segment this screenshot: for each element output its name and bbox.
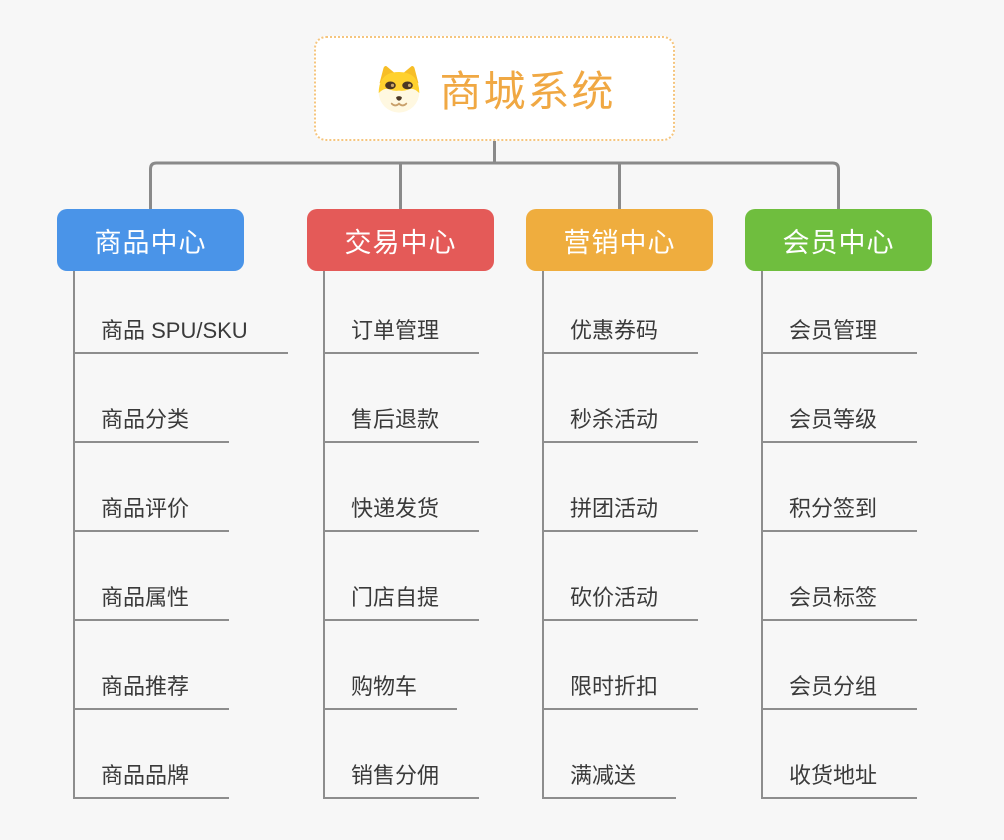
subtopic[interactable]: 快递发货 <box>325 491 480 532</box>
subtopic-row: 拼团活动 <box>544 443 699 532</box>
subtopic[interactable]: 积分签到 <box>763 491 918 532</box>
subtopic[interactable]: 拼团活动 <box>544 491 699 532</box>
branch-topic[interactable]: 会员中心 <box>745 209 932 271</box>
subtopic-row: 满减送 <box>544 710 698 799</box>
subtopic[interactable]: 会员分组 <box>763 669 918 710</box>
subtopic[interactable]: 收货地址 <box>763 758 918 799</box>
subtopic[interactable]: 商品属性 <box>75 580 230 621</box>
root-topic-label: 商城系统 <box>439 68 616 115</box>
branch-topic[interactable]: 营销中心 <box>526 209 713 271</box>
subtopic-row: 售后退款 <box>325 354 480 443</box>
subtopic-row: 商品品牌 <box>75 710 288 799</box>
branch-topic[interactable]: 商品中心 <box>57 209 244 271</box>
subtopic[interactable]: 商品推荐 <box>75 669 230 710</box>
subtopic-row: 会员管理 <box>763 271 918 354</box>
subtopic-row: 商品评价 <box>75 443 288 532</box>
subtopic[interactable]: 商品评价 <box>75 491 230 532</box>
subtopic-row: 商品分类 <box>75 354 288 443</box>
subtopic-row: 限时折扣 <box>544 621 699 710</box>
subtopic-row: 快递发货 <box>325 443 480 532</box>
branch-group: 交易中心 订单管理 售后退款 快递发货 门店自提 购物车 销售分佣 <box>307 209 494 799</box>
root-topic[interactable]: 商城系统 <box>314 36 675 141</box>
branch-group: 会员中心 会员管理 会员等级 积分签到 会员标签 会员分组 收货地址 <box>745 209 932 799</box>
subtopic-row: 积分签到 <box>763 443 918 532</box>
subtopic-row: 购物车 <box>325 621 479 710</box>
branch-subtopic-list: 会员管理 会员等级 积分签到 会员标签 会员分组 收货地址 <box>761 271 918 799</box>
branch-topic-label: 会员中心 <box>782 227 895 258</box>
subtopic[interactable]: 门店自提 <box>325 580 480 621</box>
subtopic[interactable]: 商品 SPU/SKU <box>75 313 288 354</box>
subtopic-row: 商品推荐 <box>75 621 288 710</box>
subtopic-row: 门店自提 <box>325 532 480 621</box>
subtopic[interactable]: 订单管理 <box>325 313 480 354</box>
branch-topic[interactable]: 交易中心 <box>307 209 494 271</box>
subtopic-row: 会员等级 <box>763 354 918 443</box>
subtopic[interactable]: 会员标签 <box>763 580 918 621</box>
subtopic-row: 订单管理 <box>325 271 480 354</box>
branch-group: 商品中心 商品 SPU/SKU 商品分类 商品评价 商品属性 商品推荐 商品品牌 <box>57 209 288 799</box>
subtopic[interactable]: 销售分佣 <box>325 758 480 799</box>
subtopic[interactable]: 商品分类 <box>75 402 230 443</box>
dog-face-icon <box>373 64 425 114</box>
subtopic[interactable]: 售后退款 <box>325 402 480 443</box>
subtopic-row: 会员标签 <box>763 532 918 621</box>
subtopic[interactable]: 会员等级 <box>763 402 918 443</box>
subtopic-row: 收货地址 <box>763 710 918 799</box>
subtopic[interactable]: 秒杀活动 <box>544 402 699 443</box>
branch-connector-rail <box>149 161 840 209</box>
subtopic[interactable]: 满减送 <box>544 758 677 799</box>
subtopic-row: 秒杀活动 <box>544 354 699 443</box>
subtopic-row: 砍价活动 <box>544 532 699 621</box>
branch-group: 营销中心 优惠券码 秒杀活动 拼团活动 砍价活动 限时折扣 满减送 <box>526 209 713 799</box>
subtopic[interactable]: 优惠券码 <box>544 313 699 354</box>
subtopic-row: 商品 SPU/SKU <box>75 271 288 354</box>
branch-subtopic-list: 商品 SPU/SKU 商品分类 商品评价 商品属性 商品推荐 商品品牌 <box>73 271 288 799</box>
branch-subtopic-list: 订单管理 售后退款 快递发货 门店自提 购物车 销售分佣 <box>323 271 480 799</box>
subtopic-row: 商品属性 <box>75 532 288 621</box>
subtopic-row: 优惠券码 <box>544 271 699 354</box>
subtopic[interactable]: 商品品牌 <box>75 758 230 799</box>
branch-topic-label: 营销中心 <box>563 227 676 258</box>
branch-subtopic-list: 优惠券码 秒杀活动 拼团活动 砍价活动 限时折扣 满减送 <box>542 271 699 799</box>
subtopic-row: 销售分佣 <box>325 710 480 799</box>
subtopic[interactable]: 限时折扣 <box>544 669 699 710</box>
branch-topic-label: 商品中心 <box>94 227 207 258</box>
subtopic-row: 会员分组 <box>763 621 918 710</box>
subtopic[interactable]: 会员管理 <box>763 313 918 354</box>
branch-topic-label: 交易中心 <box>344 227 457 258</box>
subtopic[interactable]: 购物车 <box>325 669 458 710</box>
subtopic[interactable]: 砍价活动 <box>544 580 699 621</box>
